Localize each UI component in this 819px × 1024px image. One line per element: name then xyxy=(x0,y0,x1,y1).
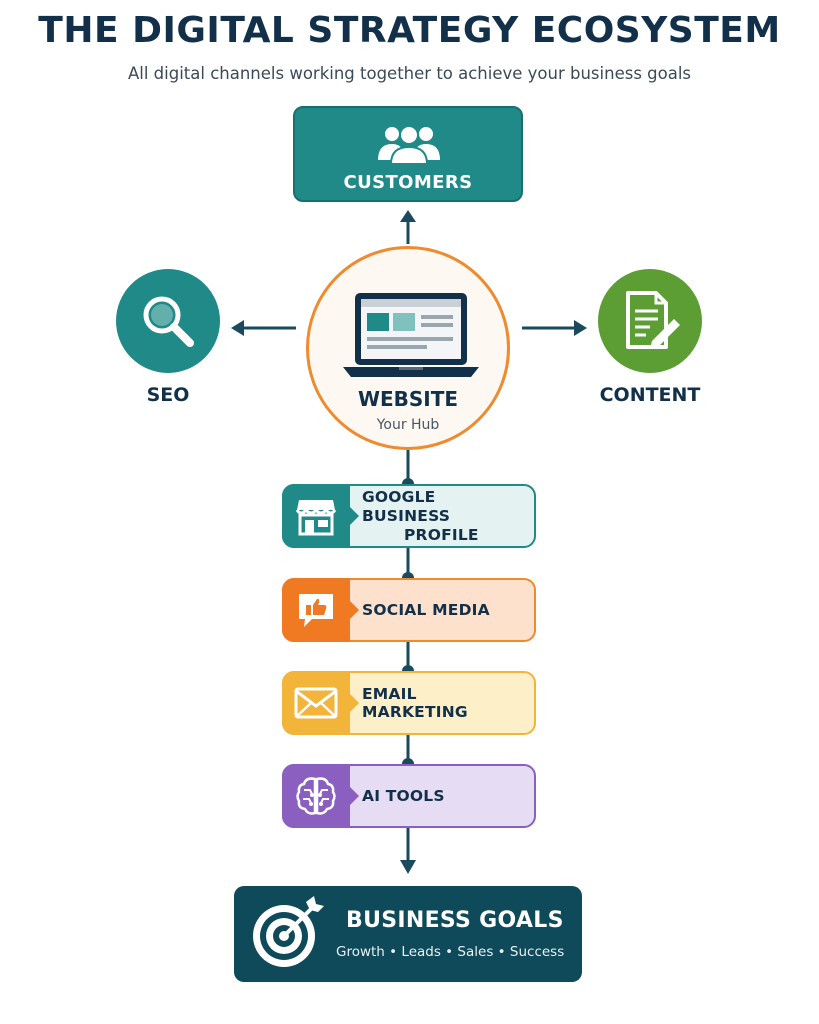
channel-icon-box xyxy=(282,578,359,642)
customers-label: CUSTOMERS xyxy=(343,172,473,193)
channel-label-line2: PROFILE xyxy=(404,525,479,544)
channel-icon-box xyxy=(282,484,359,548)
business-goals-label: BUSINESS GOALS xyxy=(346,908,564,933)
search-icon xyxy=(138,291,198,351)
channel-google-business-profile: GOOGLE BUSINESS PROFILE xyxy=(282,484,536,548)
customers-node: CUSTOMERS xyxy=(293,106,523,202)
website-hub: WEBSITE Your Hub xyxy=(306,246,510,450)
seo-node xyxy=(116,269,220,373)
users-icon xyxy=(376,122,442,166)
channel-label-line1: GOOGLE BUSINESS xyxy=(362,487,451,525)
page-title: THE DIGITAL STRATEGY ECOSYSTEM xyxy=(38,10,781,51)
laptop-icon xyxy=(343,291,479,381)
channel-label: AI TOOLS xyxy=(362,787,445,805)
target-arrow-icon xyxy=(248,896,326,972)
business-goals-node: BUSINESS GOALS Growth • Leads • Sales • … xyxy=(234,886,582,982)
seo-label: SEO xyxy=(146,384,190,406)
content-node xyxy=(598,269,702,373)
channel-ai-tools: AI TOOLS xyxy=(282,764,536,828)
website-label: WEBSITE xyxy=(357,387,459,411)
website-sublabel: Your Hub xyxy=(376,417,440,433)
page-subtitle: All digital channels working together to… xyxy=(127,64,692,83)
thumbs-up-chat-icon xyxy=(296,591,336,631)
channel-icon-box xyxy=(282,671,359,735)
channel-label: SOCIAL MEDIA xyxy=(362,601,490,619)
channel-social-media: SOCIAL MEDIA xyxy=(282,578,536,642)
storefront-icon xyxy=(295,496,337,536)
channel-icon-box xyxy=(282,764,359,828)
envelope-icon xyxy=(294,687,338,719)
channel-label: EMAIL MARKETING xyxy=(362,685,468,721)
business-goals-sublabel: Growth • Leads • Sales • Success xyxy=(336,944,565,960)
channel-email-marketing: EMAIL MARKETING xyxy=(282,671,536,735)
brain-circuit-icon xyxy=(294,775,338,817)
document-edit-icon xyxy=(622,289,682,353)
content-label: CONTENT xyxy=(599,384,701,406)
